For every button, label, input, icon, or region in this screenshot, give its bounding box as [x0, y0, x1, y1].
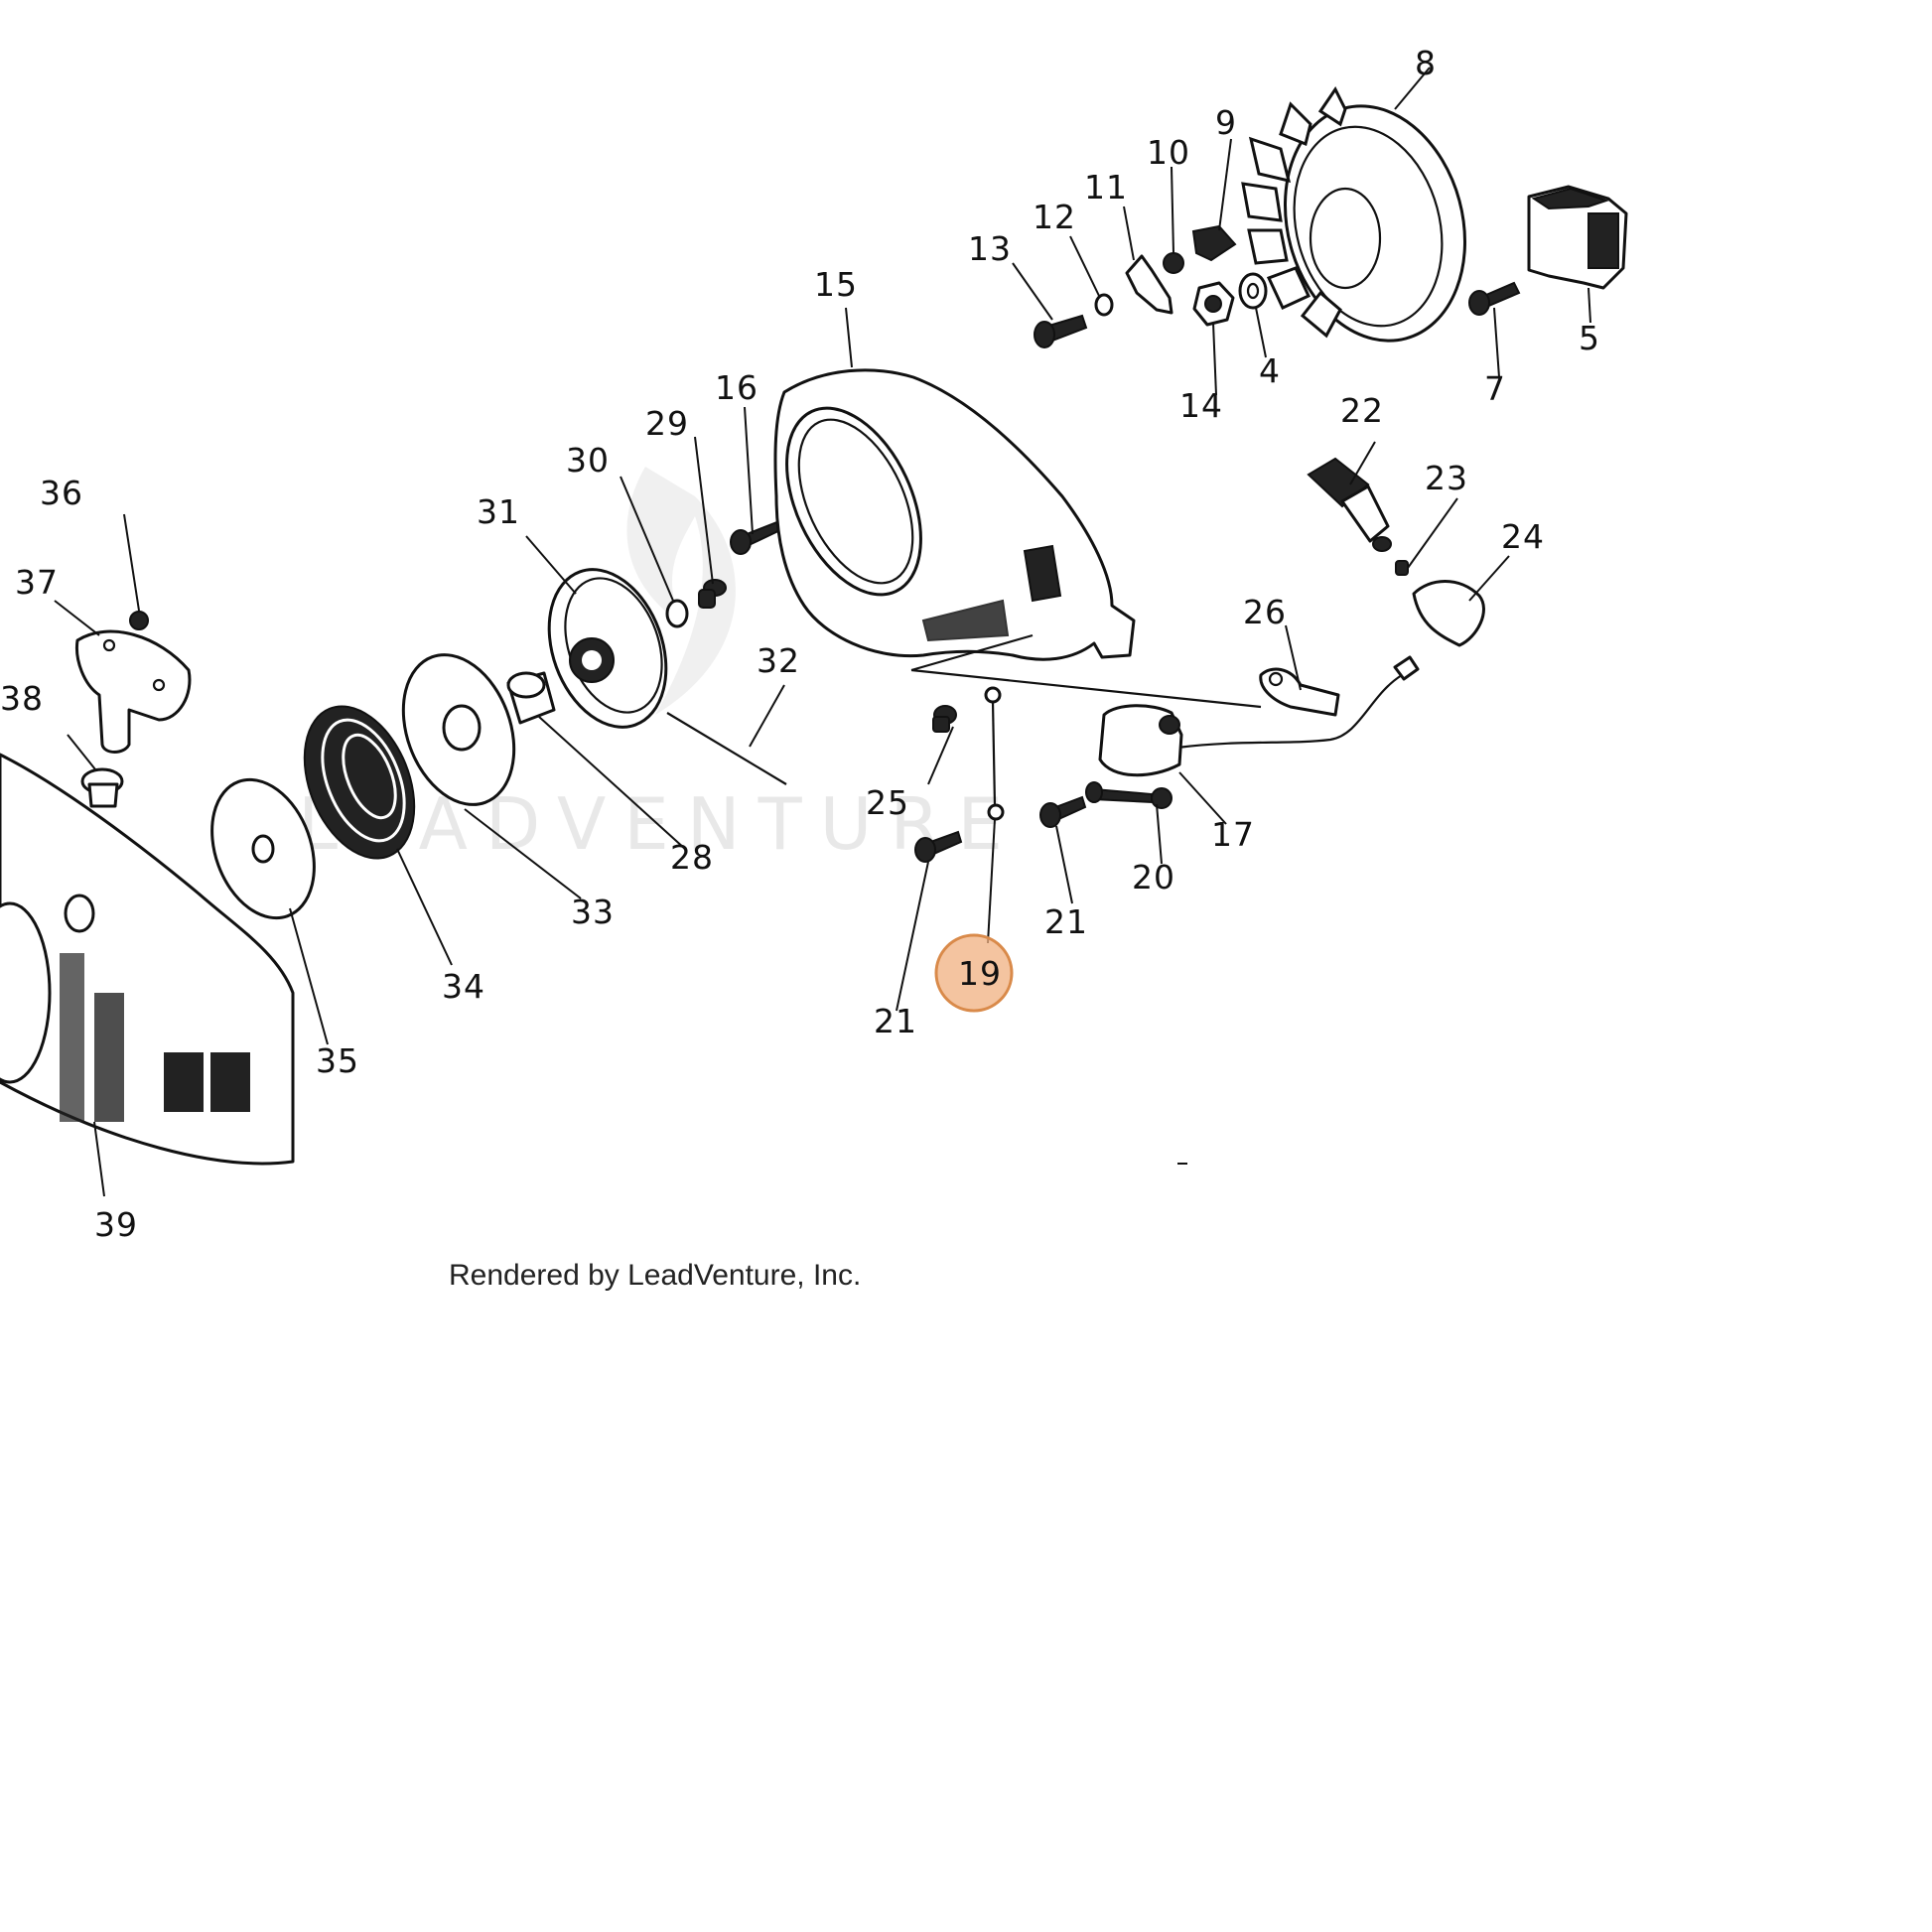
part-26-ground-lead[interactable]: [1259, 667, 1340, 717]
part-25-screw[interactable]: [932, 705, 957, 733]
part-14-nut[interactable]: [1192, 281, 1235, 327]
part-21-screw-lower[interactable]: [914, 830, 963, 863]
callout-11[interactable]: 11: [1084, 168, 1128, 207]
callout-7[interactable]: 7: [1484, 369, 1506, 408]
callout-37[interactable]: 37: [15, 563, 59, 602]
callout-36[interactable]: 36: [40, 474, 83, 512]
part-35-washer[interactable]: [194, 765, 332, 932]
part-16-bolt[interactable]: [730, 519, 784, 555]
callout-22[interactable]: 22: [1340, 391, 1384, 430]
part-38-grommet[interactable]: [80, 767, 124, 808]
part-7-screw[interactable]: [1468, 281, 1521, 316]
callout-21-lower[interactable]: 21: [874, 1002, 917, 1040]
leader-line: [910, 668, 1262, 709]
part-39-starter-cover[interactable]: [0, 753, 295, 1166]
callout-17[interactable]: 17: [1211, 815, 1255, 854]
part-28-bushing[interactable]: [506, 671, 556, 725]
callout-30[interactable]: 30: [566, 441, 610, 480]
part-4-washer[interactable]: [1238, 272, 1268, 310]
callout-9[interactable]: 9: [1215, 103, 1237, 142]
callout-15[interactable]: 15: [814, 265, 858, 304]
callout-19[interactable]: 19: [958, 954, 1002, 993]
credit-text: Rendered by LeadVenture, Inc.: [449, 1259, 862, 1292]
callout-24[interactable]: 24: [1501, 517, 1545, 556]
callout-25[interactable]: 25: [866, 783, 909, 822]
part-12-washer[interactable]: [1094, 293, 1114, 317]
callout-26[interactable]: 26: [1243, 593, 1287, 631]
part-8-flywheel[interactable]: [1241, 85, 1490, 360]
callout-31[interactable]: 31: [477, 492, 520, 531]
callout-16[interactable]: 16: [715, 368, 759, 407]
part-17-ignition-coil[interactable]: [1098, 655, 1420, 777]
callout-38[interactable]: 38: [0, 679, 44, 718]
part-23-spring[interactable]: [1395, 560, 1409, 576]
part-31-pulley[interactable]: [528, 553, 686, 744]
part-15-fan-housing[interactable]: [759, 368, 1136, 661]
part-22-spark-plug[interactable]: [1307, 457, 1392, 552]
part-5-ignition-module[interactable]: [1527, 185, 1628, 290]
part-21-screw-upper[interactable]: [1039, 795, 1087, 828]
callout-21-upper[interactable]: 21: [1044, 902, 1088, 941]
callout-8[interactable]: 8: [1415, 44, 1437, 82]
part-10-nut[interactable]: [1163, 252, 1184, 274]
callout-28[interactable]: 28: [670, 838, 714, 877]
callout-23[interactable]: 23: [1425, 459, 1468, 497]
callout-14[interactable]: 14: [1179, 386, 1223, 425]
part-30-washer[interactable]: [665, 599, 689, 628]
callout-33[interactable]: 33: [571, 893, 615, 931]
callout-12[interactable]: 12: [1033, 198, 1076, 236]
part-13-bolt[interactable]: [1034, 314, 1088, 348]
part-32-rope[interactable]: [666, 712, 787, 785]
callout-5[interactable]: 5: [1579, 319, 1600, 357]
callout-13[interactable]: 13: [968, 229, 1012, 268]
part-33-washer[interactable]: [383, 639, 533, 820]
part-36-nut[interactable]: [129, 611, 149, 630]
callout-35[interactable]: 35: [316, 1041, 359, 1080]
part-9-key[interactable]: [1191, 224, 1237, 262]
callout-4[interactable]: 4: [1259, 351, 1281, 390]
callout-29[interactable]: 29: [645, 404, 689, 443]
highlight-marker[interactable]: [934, 933, 1014, 1013]
part-37-starter-handle[interactable]: [74, 629, 192, 754]
callout-10[interactable]: 10: [1147, 133, 1190, 172]
callout-34[interactable]: 34: [442, 967, 485, 1006]
leader-line: [910, 633, 1034, 672]
part-11-pawl[interactable]: [1125, 254, 1173, 315]
callout-lines: [54, 67, 1591, 1197]
part-24-spark-plug-boot[interactable]: [1412, 580, 1485, 647]
part-19-wire[interactable]: [984, 686, 1005, 821]
watermark: LEADVENTURE: [298, 467, 1021, 866]
callout-labels: 8 9 10 11 12 13 14 4 5 7 15 16 29 30 31 …: [0, 44, 1600, 1244]
callout-39[interactable]: 39: [94, 1205, 138, 1244]
callout-32[interactable]: 32: [757, 641, 800, 680]
callout-20[interactable]: 20: [1132, 858, 1175, 897]
watermark-text: LEADVENTURE: [298, 782, 1021, 866]
part-29-screw[interactable]: [698, 579, 727, 609]
part-34-recoil-spring[interactable]: [284, 690, 436, 875]
part-20-bolt[interactable]: [1085, 781, 1173, 809]
